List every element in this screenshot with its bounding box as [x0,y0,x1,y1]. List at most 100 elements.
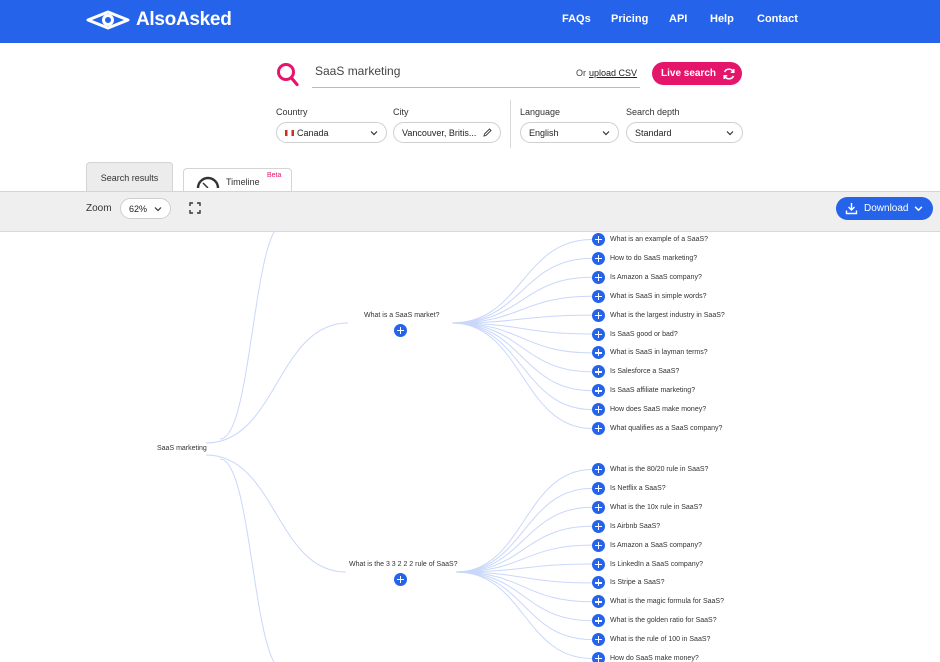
nav-api[interactable]: API [669,13,688,25]
question-node[interactable]: What is the 10x rule in SaaS? [592,500,703,514]
connector-line [451,322,593,429]
branch-node-label: What is a SaaS market? [364,312,440,319]
connector-line [451,322,593,335]
tab-search-results[interactable]: Search results [86,162,173,192]
language-value: English [529,127,559,138]
connector-line [451,322,593,354]
question-node[interactable]: Is Stripe a SaaS? [592,576,664,590]
question-node[interactable]: Is Salesforce a SaaS? [592,365,680,379]
question-node[interactable]: Is Airbnb SaaS? [592,519,660,533]
nav-faqs[interactable]: FAQs [562,13,591,25]
mindmap-canvas[interactable]: SaaS marketing What is a SaaS market? Wh… [0,232,940,662]
question-node[interactable]: What is the 80/20 rule in SaaS? [592,463,708,476]
connector-line [455,571,593,622]
expand-branch-button[interactable] [394,324,407,337]
connector-line [455,544,593,573]
gauge-icon [196,176,220,188]
or-text: Or [576,68,586,78]
expand-question-button[interactable] [592,233,605,246]
tab-search-results-label: Search results [100,172,159,183]
expand-question-button[interactable] [592,308,605,322]
question-label: How do SaaS make money? [610,655,699,662]
expand-question-button[interactable] [592,289,605,303]
connector-line [455,487,593,573]
expand-question-button[interactable] [592,384,605,398]
question-node[interactable]: Is SaaS affiliate marketing? [592,384,695,398]
expand-question-button[interactable] [592,327,605,341]
connector-line [455,571,593,603]
expand-question-button[interactable] [592,463,605,476]
expand-question-button[interactable] [592,403,605,417]
question-label: Is Amazon a SaaS company? [610,541,702,549]
question-node[interactable]: What is an example of a SaaS? [592,233,708,246]
expand-question-button[interactable] [592,614,605,628]
search-depth-label: Search depth [626,107,680,117]
filters-divider [510,100,511,148]
question-label: Is Amazon a SaaS company? [610,273,702,281]
live-search-label: Live search [661,68,717,79]
nav-contact[interactable]: Contact [757,13,798,25]
connector-line [455,571,593,584]
logo[interactable]: AlsoAsked [86,9,232,31]
question-node[interactable]: What is the magic formula for SaaS? [592,595,724,609]
question-node[interactable]: How does SaaS make money? [592,403,707,417]
zoom-select[interactable]: 62% [120,198,171,219]
upload-csv-link[interactable]: upload CSV [589,68,638,78]
question-label: What is the 10x rule in SaaS? [610,503,703,511]
expand-question-button[interactable] [592,251,605,265]
question-label: What is an example of a SaaS? [610,236,709,243]
expand-question-button[interactable] [592,365,605,379]
expand-question-button[interactable] [592,519,605,533]
question-node[interactable]: How to do SaaS marketing? [592,251,697,265]
download-icon [845,203,858,215]
nav-help[interactable]: Help [710,13,734,25]
expand-question-button[interactable] [592,652,605,662]
question-node[interactable]: How do SaaS make money? [592,652,699,662]
expand-question-button[interactable] [592,557,605,571]
question-node[interactable]: What is SaaS in simple words? [592,289,706,303]
question-label: Is Salesforce a SaaS? [610,368,680,376]
question-node[interactable]: Is SaaS good or bad? [592,327,678,341]
expand-branch-button[interactable] [394,573,407,586]
question-node[interactable]: Is Amazon a SaaS company? [592,538,702,552]
question-node[interactable]: What is the rule of 100 in SaaS? [592,633,711,647]
language-select[interactable]: English [520,122,619,143]
search-depth-select[interactable]: Standard [626,122,743,143]
expand-question-button[interactable] [592,595,605,609]
expand-question-button[interactable] [592,422,605,435]
question-node[interactable]: What is the golden ratio for SaaS? [592,614,717,628]
expand-question-button[interactable] [592,346,605,360]
expand-question-button[interactable] [592,538,605,552]
connector-line [451,322,593,411]
expand-question-button[interactable] [592,576,605,590]
chevron-down-icon [726,131,734,136]
expand-question-button[interactable] [592,500,605,514]
search-underline [312,87,640,88]
download-button[interactable]: Download [836,197,933,220]
city-input[interactable]: Vancouver, Britis... [393,122,501,143]
connector-line [451,257,593,324]
question-label: Is SaaS good or bad? [610,330,678,338]
question-label: What is the golden ratio for SaaS? [610,617,717,625]
search-input[interactable] [315,64,500,78]
connector-line [451,322,593,392]
question-node[interactable]: Is LinkedIn a SaaS company? [592,557,703,571]
expand-question-button[interactable] [592,270,605,284]
expand-question-button[interactable] [592,481,605,495]
fullscreen-icon[interactable] [189,202,201,214]
tab-timeline-label: Timeline [226,177,260,187]
question-node[interactable]: What qualifies as a SaaS company? [592,422,722,435]
question-node[interactable]: What is the largest industry in SaaS? [592,308,725,322]
question-node[interactable]: What is SaaS in layman terms? [592,346,708,360]
question-label: How does SaaS make money? [610,406,707,414]
question-label: What is the rule of 100 in SaaS? [610,636,711,644]
question-node[interactable]: Is Amazon a SaaS company? [592,270,702,284]
nav-pricing[interactable]: Pricing [611,13,649,25]
zoom-value: 62% [129,203,148,214]
tab-timeline[interactable]: Timeline Beta [183,168,292,192]
question-node[interactable]: Is Netflix a SaaS? [592,481,666,495]
country-select[interactable]: Canada [276,122,387,143]
mindmap-connectors [205,232,593,662]
expand-question-button[interactable] [592,633,605,647]
live-search-button[interactable]: Live search [652,62,742,85]
